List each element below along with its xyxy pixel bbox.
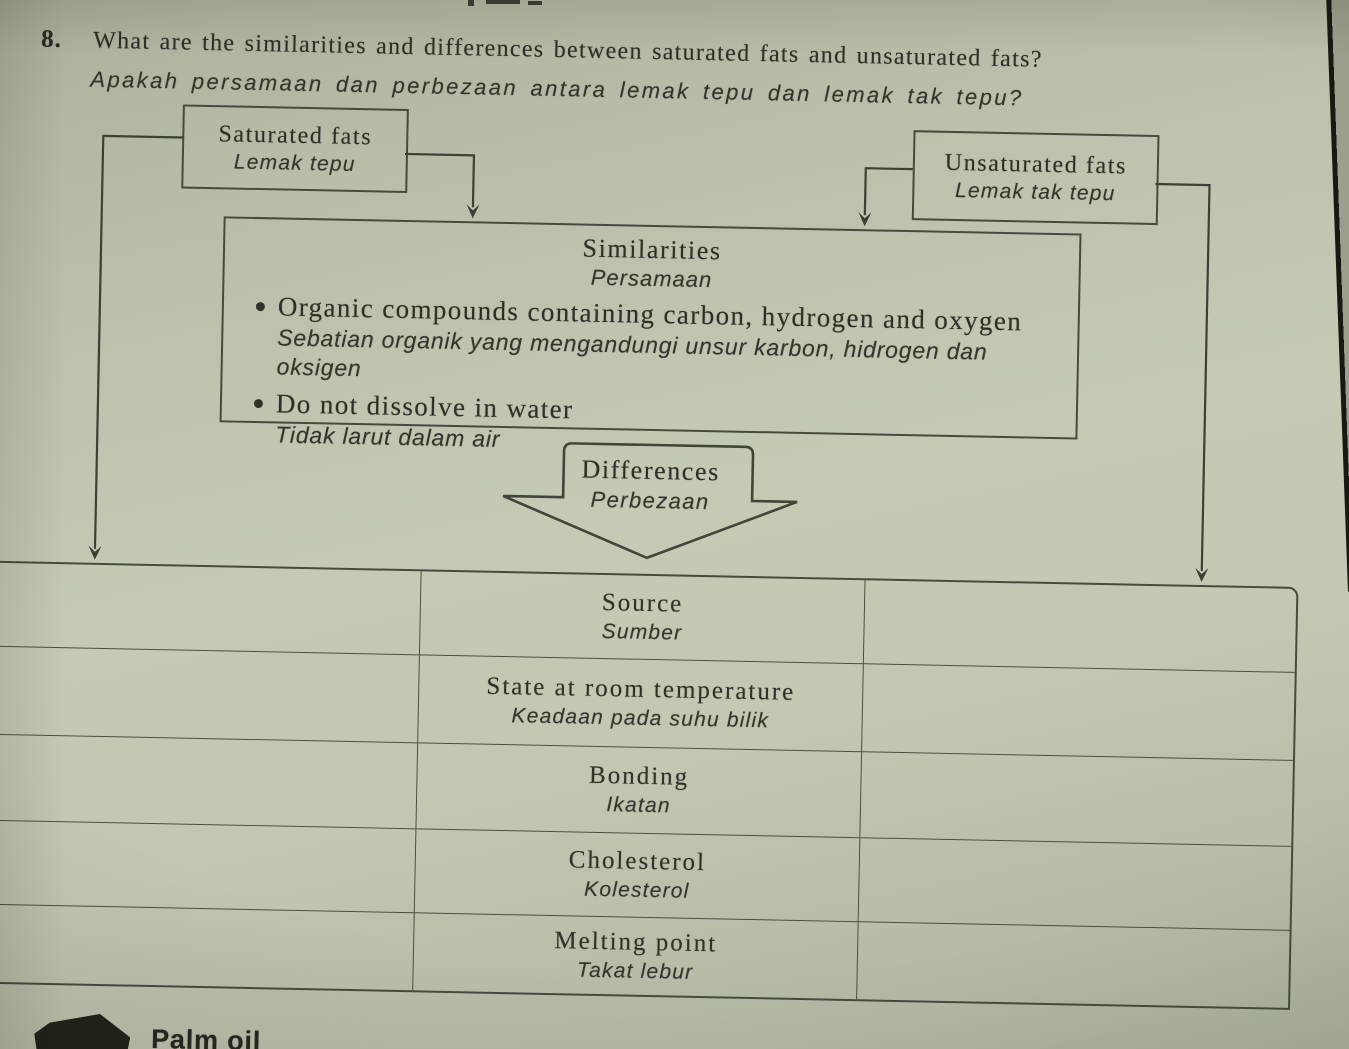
- answer-cell-unsaturated-bonding: [860, 752, 1293, 847]
- attribute-label-ms: Takat lebur: [576, 958, 694, 984]
- saturated-fats-node: Saturated fats Lemak tepu: [181, 104, 409, 194]
- answer-cell-unsaturated-source: [863, 580, 1297, 673]
- attribute-label-en: Cholesterol: [568, 846, 707, 877]
- answer-cell-saturated-bonding: [0, 734, 419, 830]
- similarity-point: Organic compounds containing carbon, hyd…: [242, 290, 1058, 397]
- unsaturated-fats-label-en: Unsaturated fats: [944, 149, 1128, 179]
- bullet-dot-icon: [253, 398, 264, 409]
- answer-cell-saturated-cholesterol: [0, 820, 417, 914]
- answer-cell-saturated-state: [0, 646, 421, 744]
- attribute-label-source: Source Sumber: [420, 571, 866, 665]
- attribute-label-ms: Ikatan: [606, 793, 671, 818]
- arrow-unsaturated-to-similarities: [863, 167, 913, 216]
- footer-logo-icon: [34, 1013, 131, 1049]
- unsaturated-fats-node: Unsaturated fats Lemak tak tepu: [911, 130, 1160, 226]
- attribute-label-en: Melting point: [554, 927, 718, 958]
- attribute-label-ms: Sumber: [601, 620, 683, 645]
- attribute-label-en: Bonding: [588, 761, 690, 791]
- attribute-label-en: Source: [601, 588, 684, 618]
- attribute-label-state: State at room temperature Keadaan pada s…: [418, 655, 864, 753]
- differences-title-en: Differences: [581, 454, 721, 487]
- question-number: 8.: [40, 25, 63, 54]
- footer-label-palm-oil: Palm oil: [150, 1024, 262, 1049]
- attribute-label-bonding: Bonding Ikatan: [416, 743, 863, 839]
- answer-cell-saturated-melting-point: [0, 904, 415, 991]
- arrow-saturated-to-table: [93, 134, 184, 549]
- saturated-fats-label-en: Saturated fats: [218, 120, 373, 150]
- attribute-label-melting-point: Melting point Takat lebur: [413, 913, 859, 1000]
- bullet-dot-icon: [255, 301, 265, 312]
- arrow-unsaturated-to-table: [1155, 182, 1211, 572]
- arrow-saturated-to-similarities: [404, 152, 476, 208]
- differences-labels: Differences Perbezaan: [540, 454, 761, 516]
- answer-cell-unsaturated-melting-point: [857, 922, 1289, 1008]
- differences-arrow-shape: [502, 442, 798, 560]
- unsaturated-fats-label-ms: Lemak tak tepu: [954, 178, 1116, 205]
- attribute-label-ms: Kolesterol: [583, 877, 690, 903]
- saturated-fats-label-ms: Lemak tepu: [233, 150, 356, 176]
- comparison-table: Source Sumber State at room temperature …: [0, 560, 1299, 1010]
- attribute-label-en: State at room temperature: [486, 672, 796, 706]
- attribute-label-ms: Keadaan pada suhu bilik: [511, 704, 770, 733]
- differences-arrow: Differences Perbezaan: [499, 439, 801, 567]
- answer-cell-saturated-source: [0, 562, 422, 656]
- attribute-label-cholesterol: Cholesterol Kolesterol: [414, 829, 861, 923]
- answer-cell-unsaturated-state: [862, 664, 1295, 761]
- answer-cell-unsaturated-cholesterol: [858, 838, 1292, 931]
- similarities-box: Similarities Persamaan Organic compounds…: [219, 216, 1082, 452]
- differences-title-ms: Perbezaan: [590, 486, 710, 515]
